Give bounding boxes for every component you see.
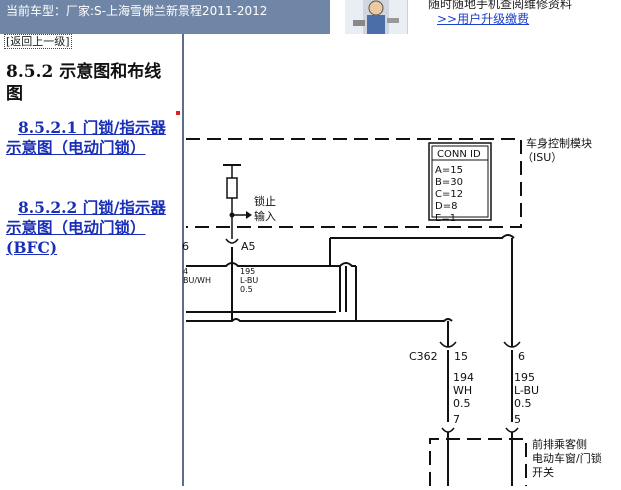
pin-6: 6 (518, 350, 525, 363)
pin-7: 7 (453, 413, 460, 426)
conn-id-d: D=8 (435, 201, 457, 212)
conn-id-box (428, 142, 492, 221)
current-model-text: 当前车型：厂家:S-上海雪佛兰新景程2011-2012 (6, 4, 268, 18)
sidebar-link-power-lock[interactable]: 8.5.2.1 门锁/指示器示意图（电动门锁） (6, 118, 166, 157)
upgrade-link[interactable]: >>用户升级缴费 (437, 12, 530, 26)
wire-194-num: 194 (453, 371, 474, 384)
lock-input-label-2: 输入 (254, 209, 276, 223)
conn-id-b: B=30 (435, 177, 463, 188)
lock-input-label-1: 锁止 (254, 194, 276, 208)
pin-6-left: 6 (182, 240, 189, 253)
conn-id-c: C=12 (435, 189, 463, 200)
sidebar: [返回上一级] 8.5.2 示意图和布线图 8.5.2.1 门锁/指示器示意图（… (0, 34, 184, 486)
partial-wire-num: 4 (183, 267, 188, 276)
wire-195b-num: 195 (514, 371, 535, 384)
notice-text: 随时随地手机查阅维修资料 (428, 0, 573, 11)
wire-195b-color: L-BU (514, 384, 539, 397)
switch-label-1: 前排乘客侧 (532, 437, 587, 451)
sidebar-link-power-lock-bfc[interactable]: 8.5.2.2 门锁/指示器示意图（电动门锁）(BFC) (6, 198, 166, 257)
wire-194-size: 0.5 (453, 397, 471, 410)
section-title: 8.5.2 示意图和布线图 (6, 62, 162, 104)
switch-label-3: 开关 (532, 465, 554, 479)
mascot-image (345, 0, 408, 34)
wire-195-num: 195 (240, 267, 255, 276)
conn-id-title: CONN ID (437, 149, 481, 160)
promo-area: 随时随地手机查阅维修资料 >>用户升级缴费 (410, 0, 621, 34)
wire-195b-size: 0.5 (514, 397, 532, 410)
mascot-icon (353, 0, 399, 34)
marker-dot (176, 111, 180, 115)
wiring-diagram: 车身控制模块 （ISU） CONN ID A=15 B=30 C=12 D=8 … (182, 34, 621, 486)
partial-wire-color: BU/WH (183, 276, 211, 285)
pin-15: 15 (454, 350, 468, 363)
bcm-code: （ISU） (522, 151, 562, 164)
wire-195-color: L-BU (240, 276, 258, 285)
pin-a5: A5 (241, 240, 256, 253)
connector-c362: C362 (409, 350, 438, 363)
conn-id-a: A=15 (435, 165, 463, 176)
current-model-bar: 当前车型：厂家:S-上海雪佛兰新景程2011-2012 (0, 0, 330, 34)
bcm-boundary (186, 138, 522, 228)
wire-194-color: WH (453, 384, 472, 397)
back-link[interactable]: [返回上一级] (4, 34, 72, 49)
resistor-symbol (226, 177, 238, 199)
conn-id-e: E=1 (435, 213, 456, 224)
bcm-name: 车身控制模块 (526, 136, 592, 150)
wire-195-size: 0.5 (240, 285, 253, 294)
switch-label-2: 电动车窗/门锁 (532, 451, 602, 465)
switch-boundary (429, 438, 527, 486)
pin-5: 5 (514, 413, 521, 426)
